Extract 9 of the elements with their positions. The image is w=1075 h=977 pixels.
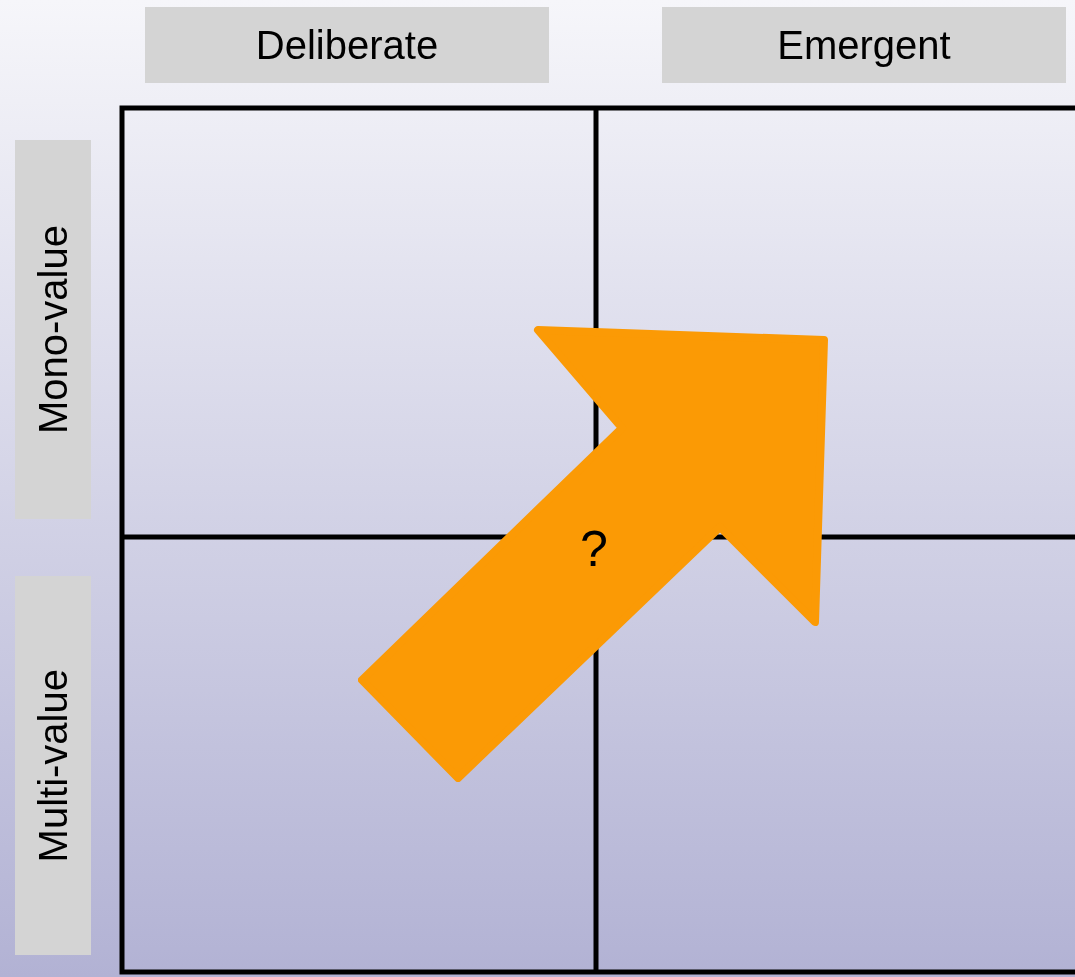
column-header <box>145 7 549 83</box>
column-header <box>662 7 1066 83</box>
row-label: Mono-value <box>30 225 76 434</box>
column-label: Deliberate <box>255 22 439 68</box>
row-header <box>15 576 91 955</box>
row-header <box>15 140 91 519</box>
question-mark-label: ? <box>580 520 608 578</box>
column-label: Emergent <box>777 22 951 68</box>
row-label: Multi-value <box>30 668 76 863</box>
